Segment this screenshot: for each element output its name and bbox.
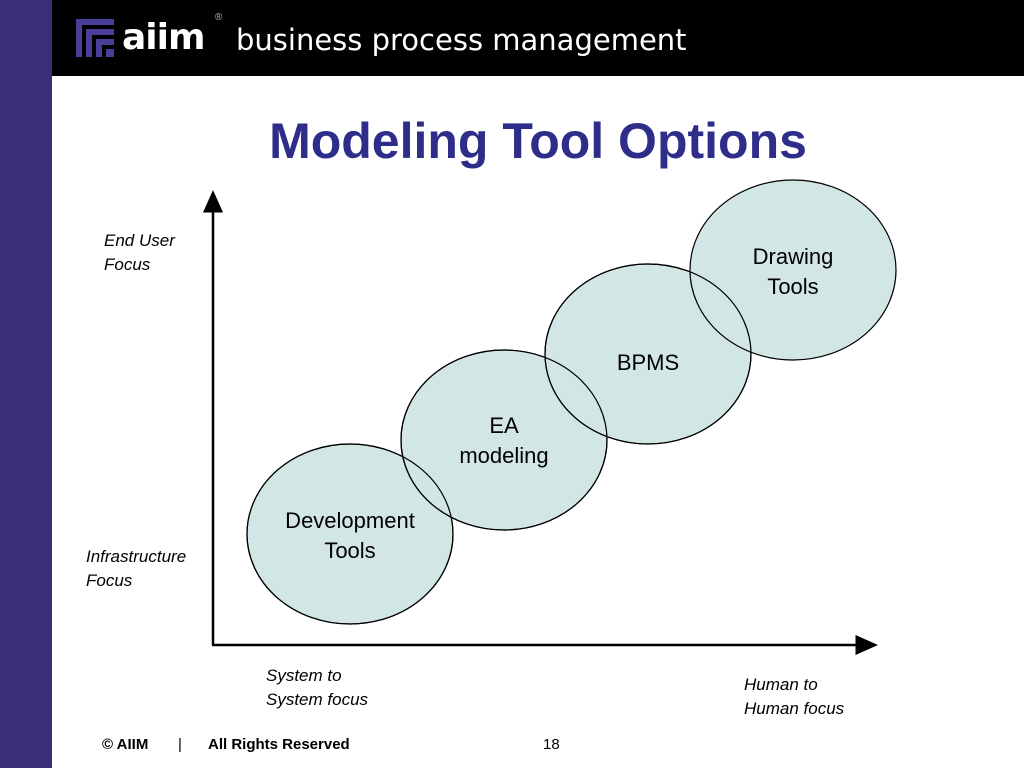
circle-label-ea-modeling: EA modeling bbox=[459, 413, 549, 468]
circle-label-development-tools: Development Tools bbox=[285, 508, 415, 563]
aiim-logo-mark-icon bbox=[76, 19, 114, 57]
page-number: 18 bbox=[543, 736, 560, 753]
header-title: business process management bbox=[236, 23, 687, 57]
footer-copyright: © AIIM bbox=[102, 736, 149, 753]
logo-text: aiim bbox=[122, 17, 205, 58]
header-bar bbox=[52, 0, 1024, 76]
circle-label-drawing-tools: Drawing Tools bbox=[752, 244, 834, 299]
footer-rights: All Rights Reserved bbox=[208, 736, 350, 753]
left-stripe bbox=[0, 0, 52, 768]
x-axis-right-label: Human to Human focus bbox=[744, 675, 845, 718]
y-axis-top-label: End User Focus bbox=[104, 231, 175, 274]
circle-label-bpms: BPMS bbox=[616, 350, 680, 375]
footer-separator: | bbox=[178, 736, 182, 753]
aiim-logo: aiim bbox=[76, 16, 205, 60]
slide-title: Modeling Tool Options bbox=[269, 113, 807, 169]
x-axis-left-label: System to System focus bbox=[266, 666, 369, 709]
y-axis-bottom-label: Infrastructure Focus bbox=[86, 547, 187, 590]
registered-mark: ® bbox=[215, 12, 223, 23]
